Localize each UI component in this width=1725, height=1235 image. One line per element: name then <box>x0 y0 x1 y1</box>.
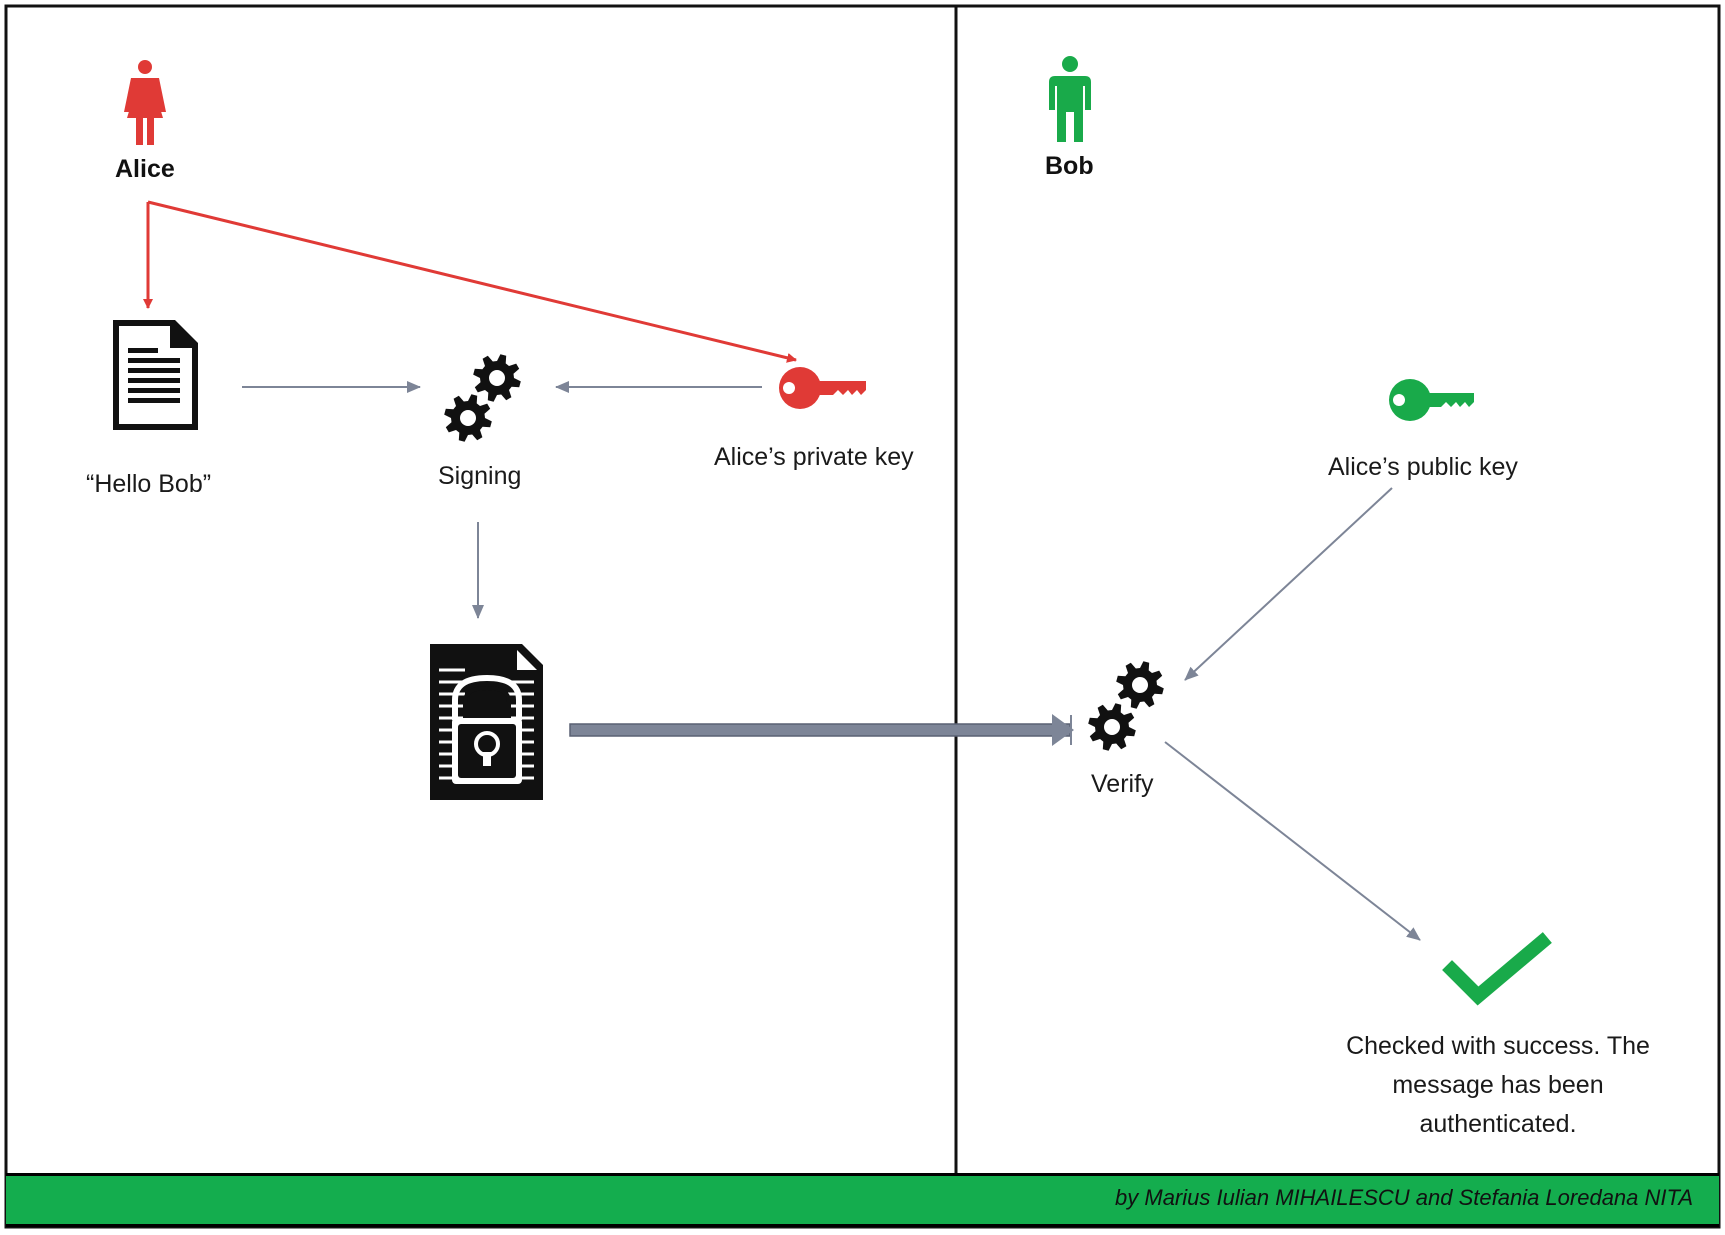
private-key-label: Alice’s private key <box>714 443 914 471</box>
author-credit: by Marius Iulian MIHAILESCU and Stefania… <box>1115 1185 1693 1210</box>
verify-label: Verify <box>1091 770 1154 798</box>
success-line-1: Checked with success. The <box>1346 1032 1650 1060</box>
signing-gears-icon <box>444 354 521 442</box>
success-line-2: message has been <box>1392 1071 1604 1099</box>
document-icon <box>113 320 198 430</box>
checkmark-icon <box>1442 932 1552 1006</box>
footer-bar: by Marius Iulian MIHAILESCU and Stefania… <box>6 1173 1719 1227</box>
signing-label: Signing <box>438 462 522 490</box>
signed-document-to-verify-arrow <box>569 714 1074 746</box>
public-key-icon <box>1389 379 1474 421</box>
bob-person-icon <box>1049 56 1091 142</box>
alice-person-icon <box>124 60 166 145</box>
alice-label: Alice <box>115 155 175 183</box>
message-label: “Hello Bob” <box>86 470 212 498</box>
success-line-3: authenticated. <box>1419 1110 1577 1138</box>
gear-hole-1 <box>489 370 505 386</box>
gear-hole-1 <box>1132 677 1148 693</box>
verify-gears-icon <box>1088 661 1164 751</box>
public-key-label: Alice’s public key <box>1328 453 1518 481</box>
private-key-icon <box>779 367 866 409</box>
verify-to-success-arrow <box>1164 741 1421 941</box>
locked-document-icon <box>430 644 543 800</box>
gear-hole-2 <box>1104 719 1120 735</box>
success-message: Checked with success. The message has be… <box>1318 1027 1678 1144</box>
gear-hole-2 <box>460 410 476 426</box>
diagram-frame <box>4 4 1721 1229</box>
alice-to-private-key-arrow <box>147 200 797 363</box>
bob-label: Bob <box>1045 152 1094 180</box>
public-key-to-verify-arrow <box>1184 487 1393 681</box>
